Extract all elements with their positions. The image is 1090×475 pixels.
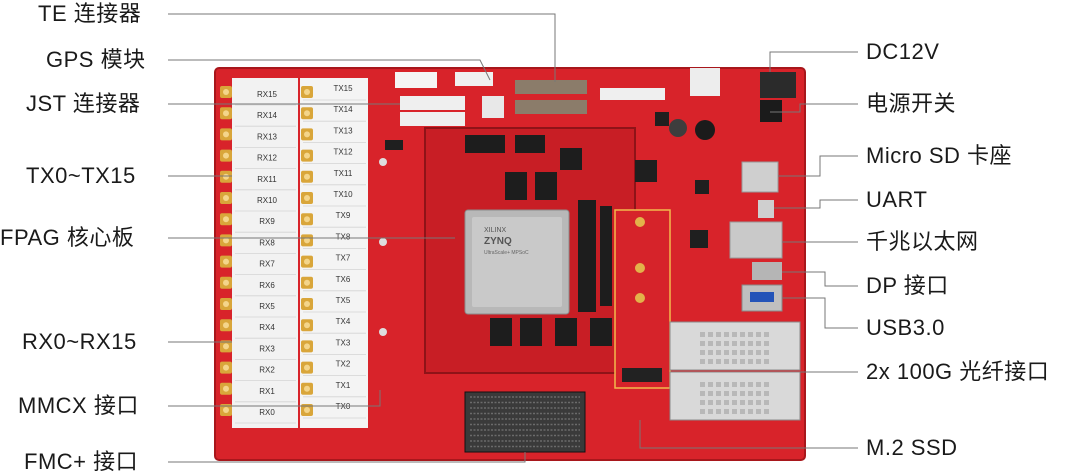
label-fmc: FMC+ 接口 — [24, 449, 139, 474]
rx-label: RX13 — [257, 132, 278, 141]
tx-label: TX13 — [333, 126, 353, 135]
rx-label: RX5 — [259, 302, 275, 311]
label-tx: TX0~TX15 — [26, 163, 136, 188]
tx-label: TX3 — [336, 338, 351, 347]
chip-name: ZYNQ — [484, 236, 512, 247]
jst-connector — [400, 96, 465, 110]
rx-label: RX3 — [259, 344, 275, 353]
tx-label: TX8 — [336, 232, 351, 241]
rx-label: RX0 — [259, 408, 275, 417]
tx-label: TX12 — [333, 148, 353, 157]
te-connector — [515, 80, 587, 94]
tx-label: TX14 — [333, 105, 353, 114]
tx-label: TX7 — [336, 254, 351, 263]
label-rx: RX0~RX15 — [22, 329, 137, 354]
label-power-switch: 电源开关 — [866, 91, 957, 116]
rx-label: RX2 — [259, 366, 275, 375]
label-dc12v: DC12V — [866, 39, 940, 64]
label-micro-sd: Micro SD 卡座 — [866, 143, 1013, 168]
dp-port — [752, 262, 782, 280]
label-jst-connector: JST 连接器 — [26, 91, 141, 116]
label-m2-ssd: M.2 SSD — [866, 435, 958, 460]
micro-sd-slot — [741, 161, 779, 193]
tx-label: TX1 — [336, 381, 351, 390]
rx-label: RX9 — [259, 217, 275, 226]
label-fpga-core: FPAG 核心板 — [0, 225, 135, 250]
tx-label: TX15 — [333, 84, 353, 93]
uart-port — [758, 200, 774, 218]
label-dp: DP 接口 — [866, 273, 949, 298]
fmc-connector — [464, 391, 586, 453]
dc-jack — [690, 68, 720, 96]
label-te-connector: TE 连接器 — [38, 1, 142, 26]
tx-label: TX10 — [333, 190, 353, 199]
label-mmcx: MMCX 接口 — [18, 393, 139, 418]
ethernet-port — [729, 221, 783, 259]
tx-label: TX11 — [334, 169, 353, 178]
power-switch — [760, 100, 782, 122]
gps-module — [482, 96, 504, 118]
rx-label: RX10 — [257, 196, 278, 205]
rx-label: RX6 — [259, 281, 275, 290]
rx-label: RX1 — [259, 387, 275, 396]
label-usb3: USB3.0 — [866, 315, 945, 340]
label-ethernet: 千兆以太网 — [866, 229, 979, 254]
tx-label: TX9 — [336, 211, 351, 220]
rx-label: RX15 — [257, 90, 278, 99]
label-qsfp: 2x 100G 光纤接口 — [866, 359, 1050, 384]
label-uart: UART — [866, 187, 928, 212]
chip-brand: XILINX — [484, 227, 507, 234]
rx-label: RX4 — [259, 323, 275, 332]
rx-label: RX8 — [259, 238, 275, 247]
chip-sub: UltraScale+ MPSoC — [484, 250, 529, 256]
tx-label: TX4 — [336, 317, 351, 326]
rx-label: RX7 — [259, 260, 275, 269]
tx-label: TX2 — [336, 360, 351, 369]
rx-label: RX12 — [257, 154, 278, 163]
rx-label: RX11 — [257, 175, 277, 184]
rx-label: RX14 — [257, 111, 278, 120]
tx-label: TX5 — [336, 296, 351, 305]
tx-label: TX6 — [336, 275, 351, 284]
label-gps-module: GPS 模块 — [46, 47, 146, 72]
